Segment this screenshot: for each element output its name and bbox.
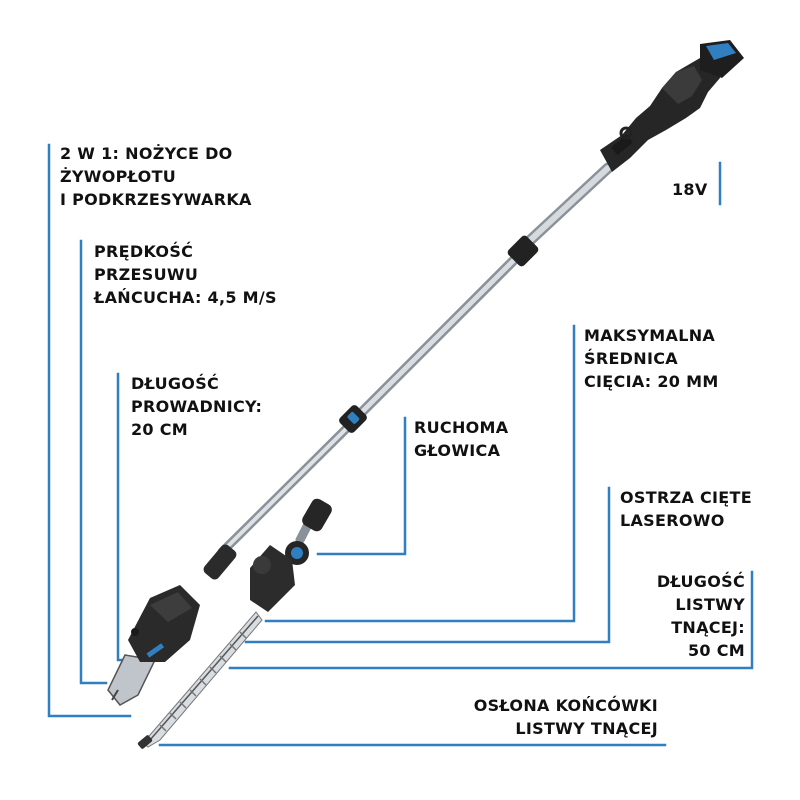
blade-tip-guard (137, 735, 153, 749)
feature-text: PROWADNICY: (131, 397, 263, 416)
feature-text: DŁUGOŚĆ (131, 374, 220, 393)
feature-text: LASEROWO (620, 511, 725, 530)
callout-line-movable-head (316, 416, 407, 556)
feature-text: CIĘCIA: 20 MM (584, 372, 719, 391)
feature-label-blade-length: DŁUGOŚĆ LISTWY TNĄCEJ: 50 CM (657, 570, 745, 662)
feature-text: TNĄCEJ: (671, 618, 745, 637)
feature-text: 20 CM (131, 420, 188, 439)
feature-label-tip-guard: OSŁONA KOŃCÓWKI LISTWY TNĄCEJ (474, 694, 658, 740)
feature-label-laser-blades: OSTRZA CIĘTE LASEROWO (620, 486, 752, 532)
feature-text: OSŁONA KOŃCÓWKI (473, 696, 658, 715)
telescopic-shaft (203, 162, 614, 580)
feature-text: I PODKRZESYWARKA (60, 190, 252, 209)
feature-text: GŁOWICA (414, 441, 501, 460)
feature-text: ŻYWOPŁOTU (60, 167, 177, 186)
feature-label-guide-length: DŁUGOŚĆ PROWADNICY: 20 CM (131, 372, 262, 441)
callout-line-laser-blades (244, 486, 611, 644)
feature-text: 2 W 1: NOŻYCE DO (60, 144, 233, 163)
feature-label-max-diameter: MAKSYMALNA ŚREDNICA CIĘCIA: 20 MM (584, 324, 719, 393)
callout-line-max-diameter (264, 324, 576, 623)
feature-text: ŁAŃCUCHA: 4,5 M/S (94, 288, 277, 307)
feature-text: 18V (672, 180, 708, 199)
shaft-collar (507, 235, 539, 267)
feature-label-voltage: 18V (672, 178, 708, 201)
feature-label-movable-head: RUCHOMA GŁOWICA (414, 416, 508, 462)
feature-text: RUCHOMA (414, 418, 509, 437)
pole-saw-head (107, 585, 200, 706)
battery-pack (700, 40, 744, 78)
feature-text: PRĘDKOŚĆ (94, 242, 194, 261)
feature-text: ŚREDNICA (584, 349, 678, 368)
feature-label-2in1: 2 W 1: NOŻYCE DO ŻYWOPŁOTU I PODKRZESYWA… (60, 142, 252, 211)
callout-line-chain-speed (79, 239, 108, 685)
feature-text: OSTRZA CIĘTE (620, 488, 752, 507)
feature-text: DŁUGOŚĆ (656, 572, 745, 591)
feature-text: MAKSYMALNA (584, 326, 716, 345)
feature-text: LISTWY (675, 595, 745, 614)
feature-text: LISTWY TNĄCEJ (515, 719, 658, 738)
feature-label-chain-speed: PRĘDKOŚĆ PRZESUWU ŁAŃCUCHA: 4,5 M/S (94, 240, 277, 309)
callout-line-blade-length (228, 570, 754, 670)
feature-text: PRZESUWU (94, 265, 199, 284)
rear-handle (600, 58, 720, 172)
feature-text: 50 CM (688, 641, 745, 660)
callout-lines (47, 143, 754, 747)
callout-line-2in1 (47, 143, 132, 718)
hedge-trimmer-head (137, 498, 332, 749)
